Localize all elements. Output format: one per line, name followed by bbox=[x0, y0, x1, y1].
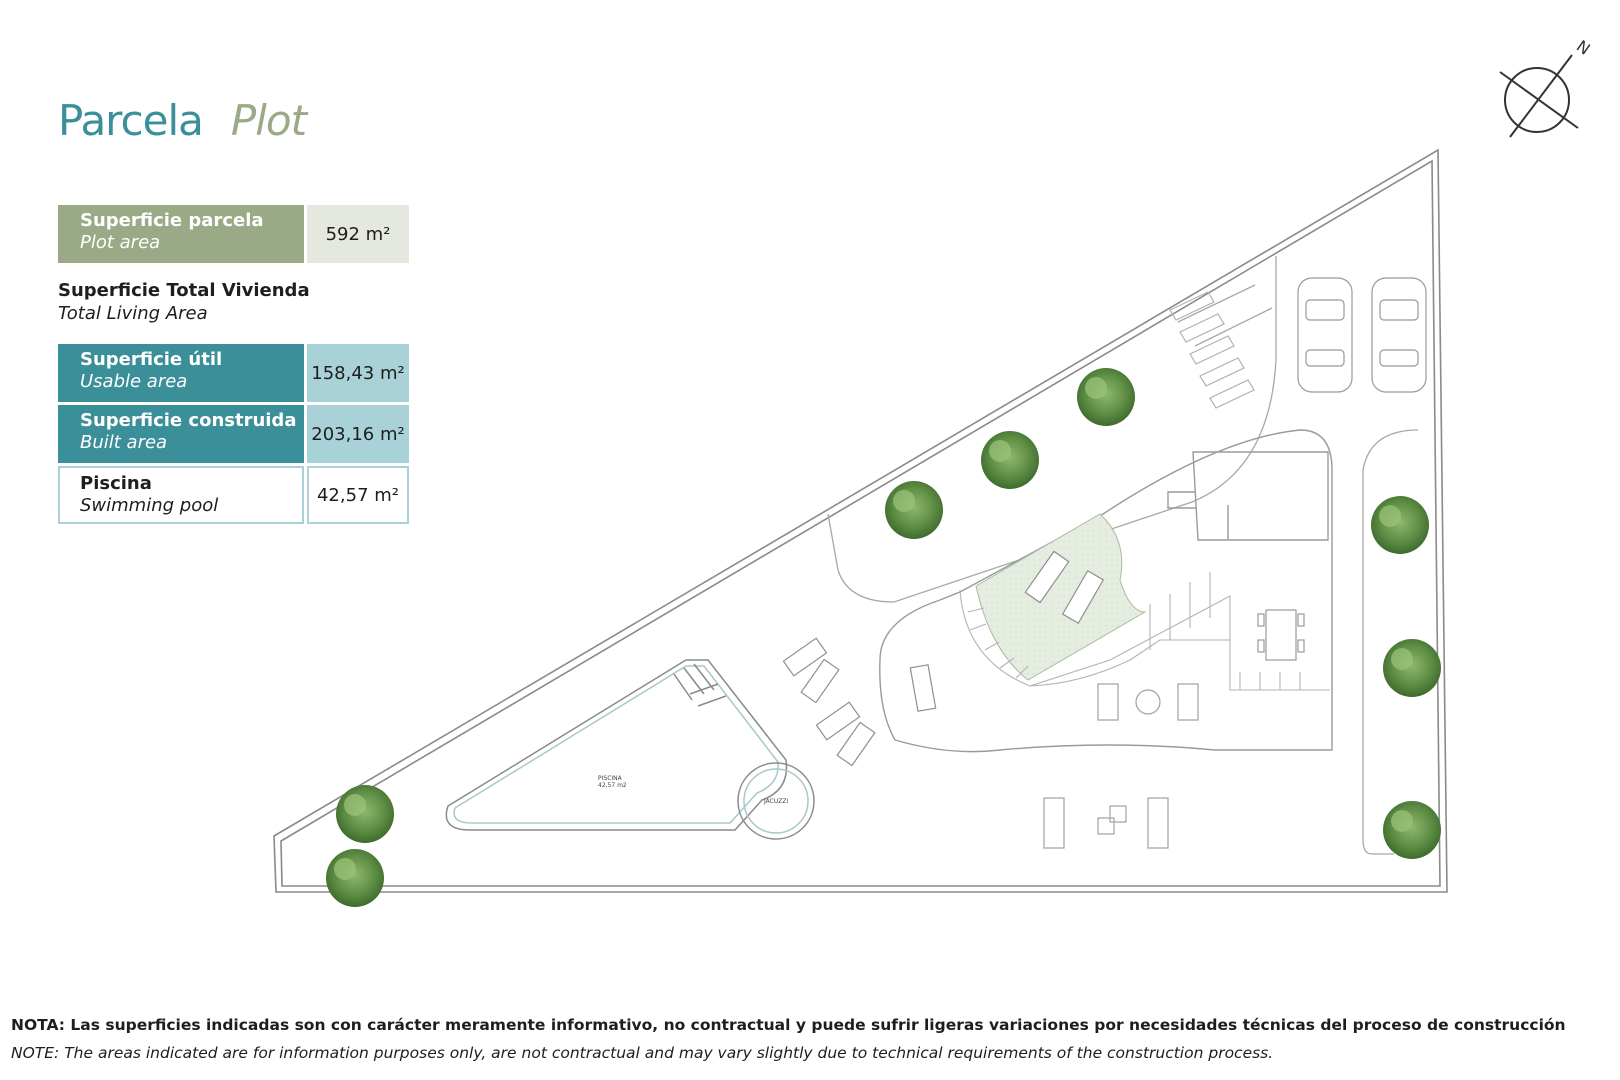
terrace-steps bbox=[959, 572, 1330, 691]
jacuzzi-label: JACUZZI bbox=[763, 798, 788, 805]
pool-area-label: Piscina bbox=[80, 473, 152, 494]
built-area-label-en: Built area bbox=[80, 432, 168, 453]
page-title: Parcela Plot bbox=[58, 96, 307, 145]
tree-icon bbox=[981, 431, 1039, 489]
total-living-heading: Superficie Total Vivienda Total Living A… bbox=[58, 279, 310, 325]
title-english: Plot bbox=[230, 96, 307, 145]
note-spanish: NOTA: Las superficies indicadas son con … bbox=[11, 1016, 1566, 1034]
built-area-label-cell: Superficie construida Built area bbox=[58, 405, 304, 463]
plot-boundary bbox=[273, 148, 1448, 893]
pool-area-label-cell: Piscina Swimming pool bbox=[58, 466, 304, 524]
total-living-label: Superficie Total Vivienda bbox=[58, 280, 310, 301]
tree-icon bbox=[885, 481, 943, 539]
usable-area-label-cell: Superficie útil Usable area bbox=[58, 344, 304, 402]
tree-icon bbox=[1077, 368, 1135, 426]
plot-area-label-cell: Superficie parcela Plot area bbox=[58, 205, 304, 263]
pool-area-label-en: Swimming pool bbox=[80, 495, 219, 516]
outdoor-lounge bbox=[1043, 683, 1199, 849]
garden-lawn bbox=[975, 513, 1147, 681]
pool-label: PISCINA bbox=[598, 775, 623, 782]
tree-icon bbox=[326, 849, 384, 907]
parking-lines bbox=[1169, 291, 1255, 409]
tree-icon bbox=[1371, 496, 1429, 554]
pool-area-plan-label: 42,57 m2 bbox=[598, 782, 627, 789]
paths bbox=[827, 256, 1419, 855]
usable-area-label-en: Usable area bbox=[80, 371, 188, 392]
title-spanish: Parcela bbox=[58, 96, 204, 145]
total-living-label-en: Total Living Area bbox=[58, 303, 208, 324]
north-arrow-icon bbox=[1499, 54, 1579, 138]
pool-area-value: 42,57 m² bbox=[307, 466, 409, 524]
north-label: N bbox=[1573, 36, 1594, 58]
tree-icon bbox=[1383, 639, 1441, 697]
plot-area-value: 592 m² bbox=[307, 205, 409, 263]
usable-area-label: Superficie útil bbox=[80, 349, 223, 370]
plot-area-label: Superficie parcela bbox=[80, 210, 264, 231]
plot-area-label-en: Plot area bbox=[80, 232, 161, 253]
tree-icon bbox=[1383, 801, 1441, 859]
built-area-label: Superficie construida bbox=[80, 410, 297, 431]
disclaimer-notes: NOTA: Las superficies indicadas son con … bbox=[11, 1011, 1566, 1067]
dining-table bbox=[1257, 609, 1305, 661]
swimming-pool bbox=[445, 659, 815, 840]
note-english: NOTE: The areas indicated are for inform… bbox=[11, 1044, 1274, 1062]
tree-icon bbox=[336, 785, 394, 843]
car-icon bbox=[1371, 277, 1427, 393]
built-area-value: 203,16 m² bbox=[307, 405, 409, 463]
car-icon bbox=[1297, 277, 1353, 393]
sunbeds bbox=[782, 550, 1105, 767]
usable-area-value: 158,43 m² bbox=[307, 344, 409, 402]
